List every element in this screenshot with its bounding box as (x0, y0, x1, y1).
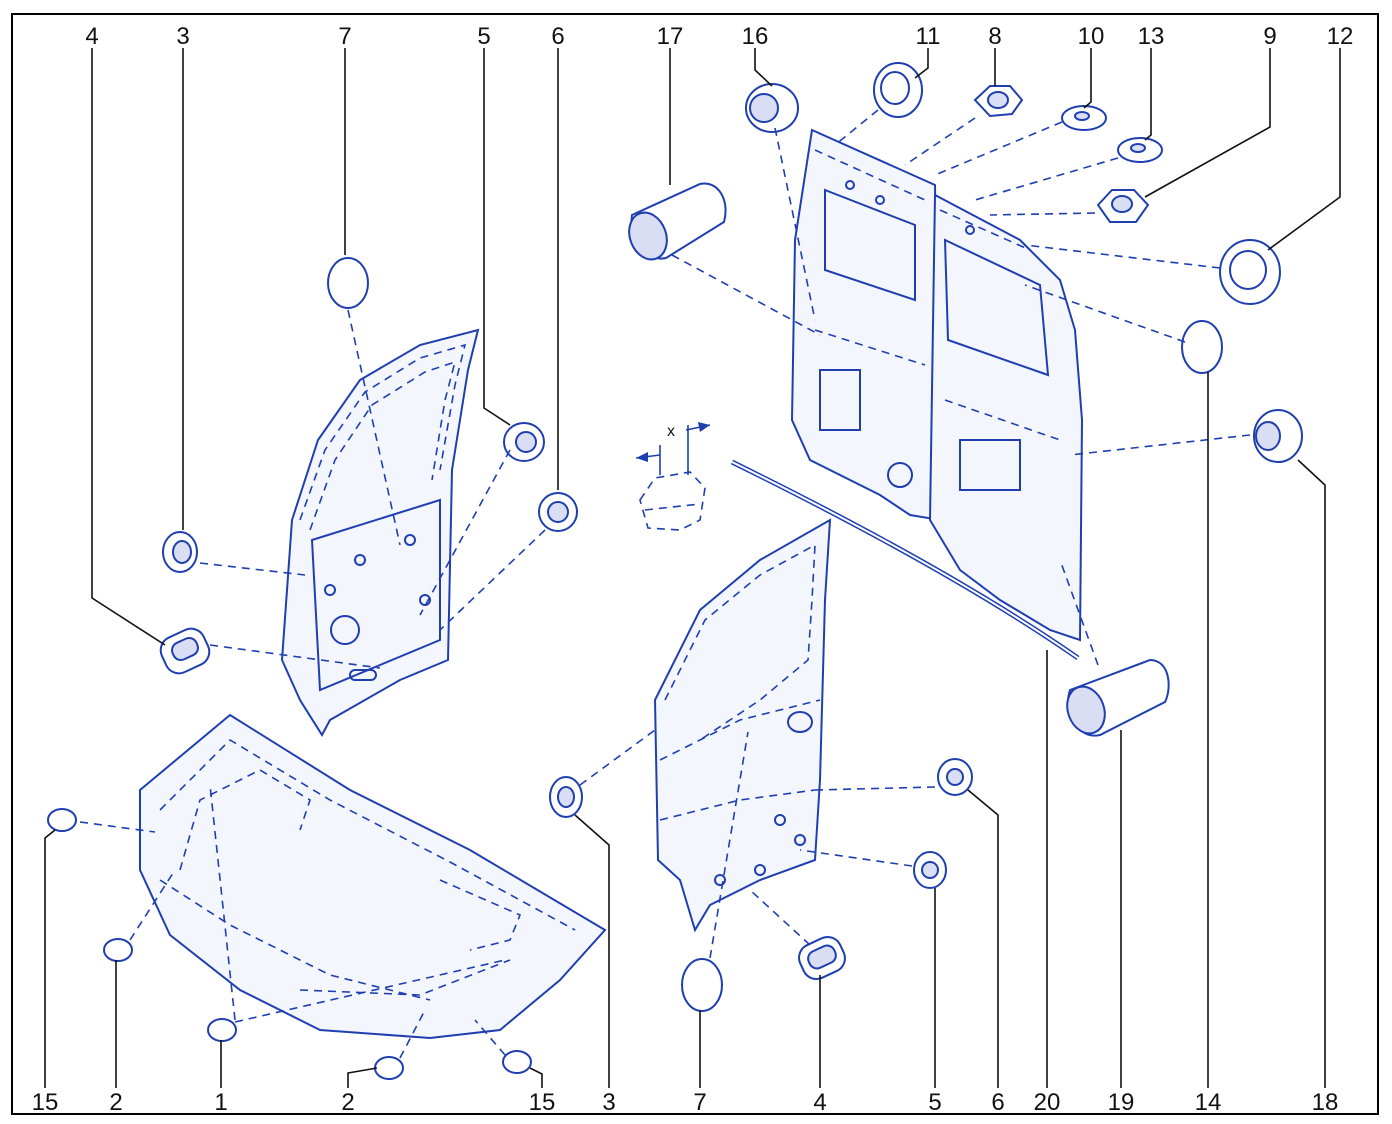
dimension-x-label: x (667, 423, 675, 440)
figure-border (11, 13, 1379, 1115)
plug-3-lower (549, 776, 583, 818)
oval-plug-4-left (159, 627, 211, 675)
callout-bottom-3: 1 (214, 1089, 227, 1116)
cylinder-17 (628, 182, 727, 261)
bonnet-panel (139, 713, 607, 1040)
callout-bottom-9: 5 (928, 1089, 941, 1116)
cover-14 (1181, 320, 1223, 374)
grommet-16 (745, 83, 799, 133)
ring-11 (873, 62, 923, 118)
callout-bottom-4: 2 (341, 1089, 354, 1116)
grommet-18 (1253, 409, 1303, 463)
callout-bottom-14: 18 (1312, 1089, 1339, 1116)
rear-doors-panel (790, 128, 1084, 642)
callout-top-12: 9 (1263, 23, 1276, 50)
callout-leaders (44, 48, 1341, 1088)
callout-top-6: 17 (657, 23, 684, 50)
assembly-arrows (79, 109, 1251, 1059)
callout-top-9: 8 (988, 23, 1001, 50)
cover-7-upper (327, 257, 369, 309)
nut-8 (973, 85, 1024, 118)
cylinder-19 (1066, 658, 1170, 737)
callout-top-3: 7 (338, 23, 351, 50)
ring-12 (1219, 239, 1281, 305)
sliding-door-panel (653, 518, 832, 933)
plug-5-lower (913, 851, 947, 889)
cover-7-lower (681, 958, 723, 1012)
plug-6-upper (538, 492, 578, 532)
cover-2-bottom (374, 1056, 404, 1080)
nut-9 (1096, 189, 1150, 223)
callout-bottom-7: 7 (693, 1089, 706, 1116)
callout-bottom-11: 20 (1034, 1089, 1061, 1116)
callout-top-1: 4 (85, 23, 98, 50)
callout-numbers-top: 4 3 7 5 6 17 16 11 8 10 13 9 12 (85, 23, 1353, 50)
callout-bottom-6: 3 (602, 1089, 615, 1116)
cover-15-left (47, 808, 77, 832)
callout-numbers-bottom: 15 2 1 2 15 3 7 4 5 6 20 19 14 18 (32, 1089, 1339, 1116)
plug-5-upper (503, 422, 545, 462)
cover-1 (207, 1018, 237, 1042)
cover-15-bottom (502, 1050, 532, 1074)
callout-top-10: 10 (1078, 23, 1105, 50)
callout-bottom-12: 19 (1108, 1089, 1135, 1116)
callout-top-4: 5 (477, 23, 490, 50)
oval-plug-4-lower (798, 935, 846, 981)
callout-top-7: 16 (742, 23, 769, 50)
callout-top-5: 6 (551, 23, 564, 50)
callout-bottom-8: 4 (813, 1089, 826, 1116)
washer-13 (1117, 137, 1163, 163)
callout-bottom-2: 2 (109, 1089, 122, 1116)
washer-10 (1061, 105, 1107, 131)
front-door-panel (280, 328, 480, 737)
callout-top-13: 12 (1327, 23, 1354, 50)
plug-3-left (162, 531, 198, 573)
dimension-detail: x (635, 422, 711, 531)
callout-bottom-1: 15 (32, 1089, 59, 1116)
callout-top-11: 13 (1138, 23, 1165, 50)
callout-bottom-10: 6 (991, 1089, 1004, 1116)
callout-top-8: 11 (916, 23, 941, 50)
callout-top-2: 3 (176, 23, 189, 50)
plug-6-lower (937, 758, 973, 796)
callout-bottom-5: 15 (529, 1089, 556, 1116)
cover-2-left (103, 938, 133, 962)
callout-bottom-13: 14 (1195, 1089, 1222, 1116)
